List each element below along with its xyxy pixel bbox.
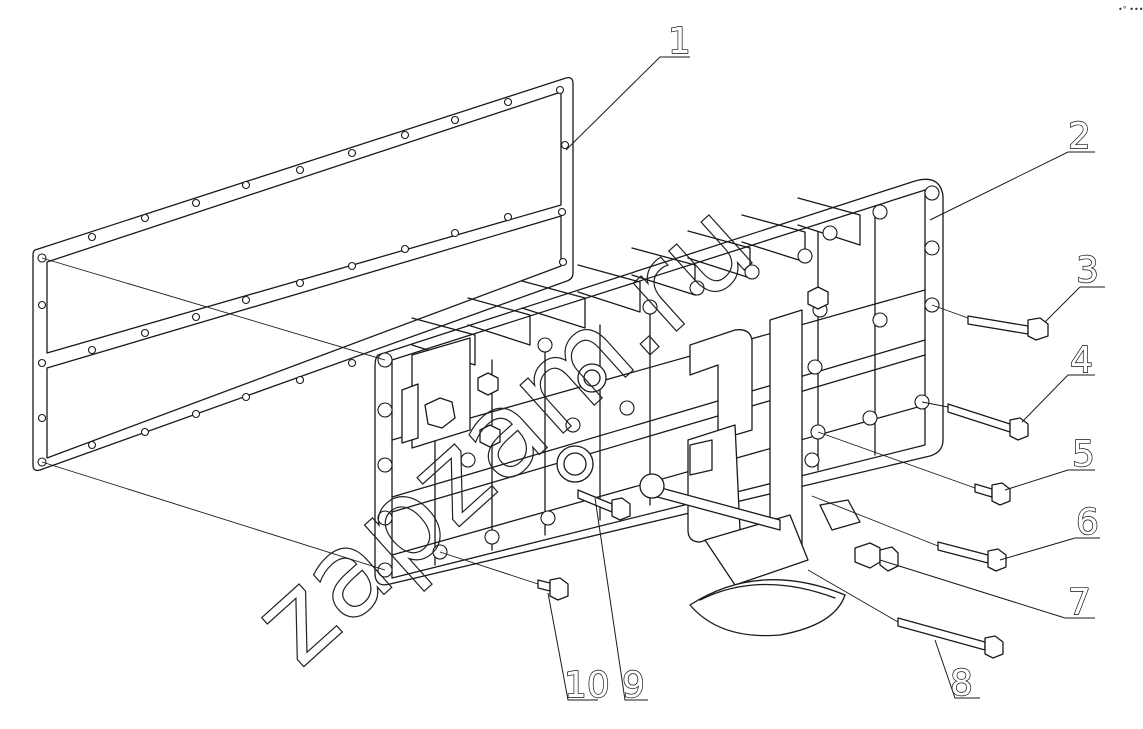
housing-bosses (377, 185, 940, 578)
alignment-lines (41, 257, 976, 623)
callout-9: 9 (622, 665, 645, 706)
gasket-part-1 (32, 76, 574, 472)
bolt-part-4 (947, 403, 1029, 441)
callout-2: 2 (1068, 116, 1091, 157)
callout-7: 7 (1068, 582, 1091, 623)
bolt-part-6 (937, 541, 1007, 572)
callout-10: 10 (564, 665, 610, 706)
filter-head-assembly (639, 309, 861, 637)
bolt-part-8 (897, 617, 1004, 659)
callout-8: 8 (950, 663, 973, 704)
callout-5: 5 (1072, 434, 1095, 475)
corner-mark: •° ••• (1118, 5, 1143, 14)
bolt-part-3 (967, 315, 1049, 341)
gasket-holes (37, 85, 570, 467)
fitting-part-7 (854, 542, 899, 572)
callout-4: 4 (1070, 340, 1093, 381)
leader-lines (547, 56, 1105, 701)
callout-3: 3 (1076, 250, 1099, 291)
bolt-part-10 (537, 577, 569, 601)
callout-6: 6 (1076, 502, 1099, 543)
bolt-part-5 (974, 482, 1011, 506)
callout-1: 1 (668, 21, 691, 62)
